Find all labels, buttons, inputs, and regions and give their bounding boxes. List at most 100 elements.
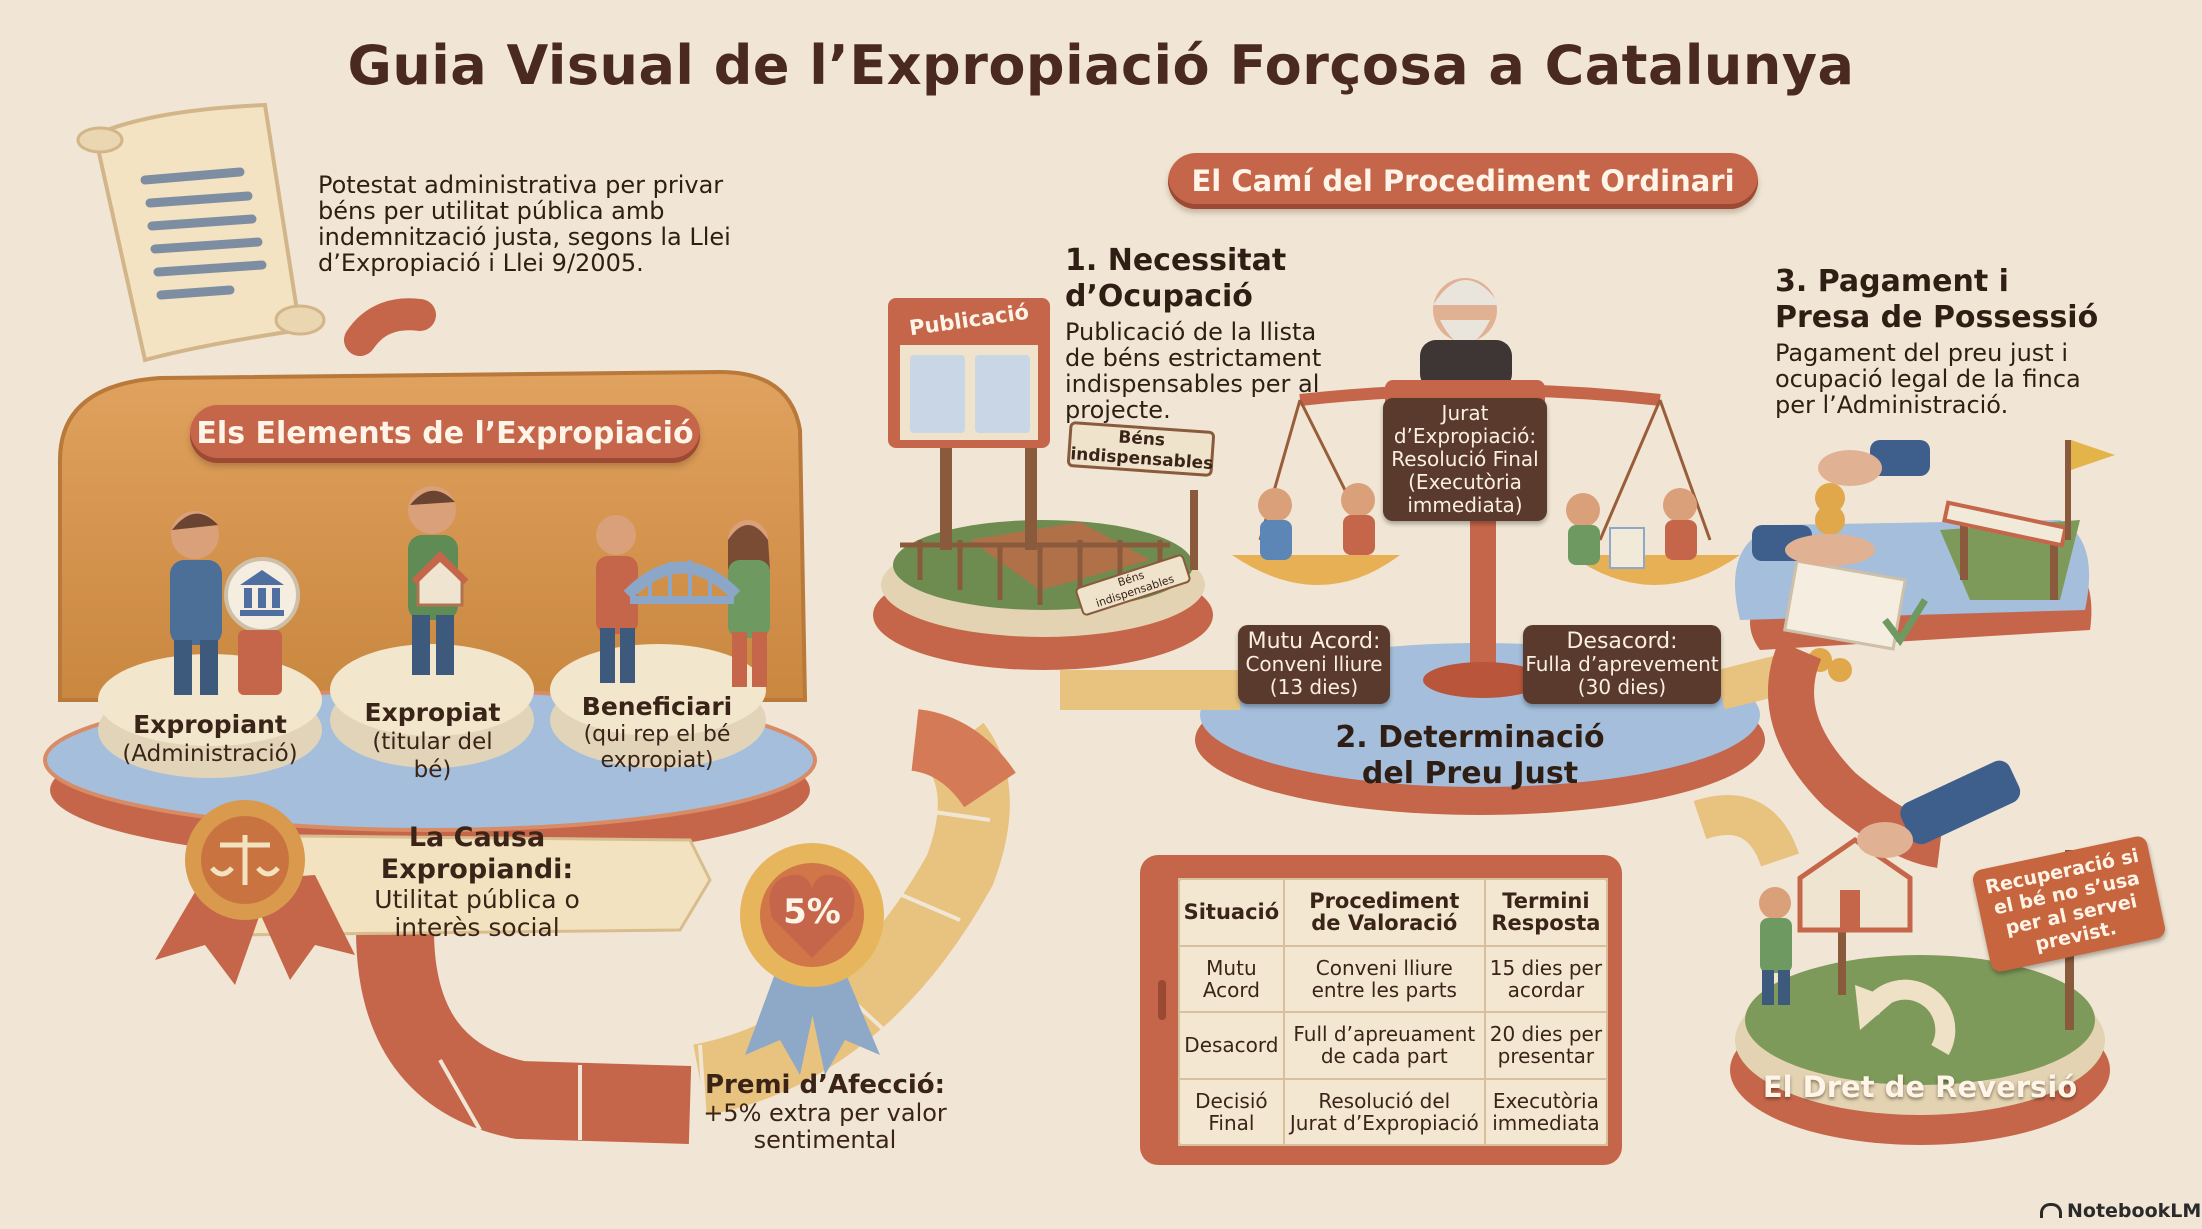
jurat-box: Jurat d’Expropiació: Resolució Final (Ex…: [1383, 398, 1547, 521]
table-cell-line: Resolució del: [1318, 1088, 1451, 1113]
expropiant-figure-icon: [170, 511, 300, 695]
desacord-box: Desacord: Fulla d’aprevement (30 dies): [1523, 625, 1721, 704]
table-cell-line: 15 dies per: [1489, 955, 1603, 980]
step1-title: 1. Necessitat: [1065, 243, 1287, 278]
table-cell-line: Conveni lliure: [1315, 955, 1453, 980]
step3-title: 3. Pagament i: [1775, 264, 2009, 299]
table-header-cell: Situació: [1178, 878, 1285, 947]
judge-icon: [1420, 278, 1512, 390]
step3-island: [1735, 440, 2115, 682]
beneficiari-title: Beneficiari: [581, 692, 733, 721]
table-cell-line: presentar: [1497, 1044, 1595, 1069]
causa-ribbon: [155, 800, 712, 985]
jurat-line: d’Expropiació:: [1393, 424, 1537, 448]
step1-line: Publicació de la llista: [1065, 318, 1317, 346]
notebooklm-icon: [2040, 1203, 2062, 1218]
intro-text: Potestat administrativa per privar béns …: [318, 172, 738, 276]
table-cell-line: Decisió: [1195, 1088, 1268, 1113]
step2-title-line: 2. Determinació: [1335, 720, 1605, 755]
table-cell-line: immediata: [1492, 1110, 1600, 1135]
page-title: Guia Visual de l’Expropiació Forçosa a C…: [347, 34, 1855, 97]
scales-icon: [210, 835, 280, 885]
flag-icon: [2071, 440, 2115, 470]
expropiat-label: Expropiat (titular del bé): [350, 698, 515, 784]
step3-line: ocupació legal de la finca: [1775, 365, 2081, 393]
expropiat-figure-icon: [408, 486, 469, 675]
table-cell-line: de cada part: [1320, 1044, 1448, 1069]
table-cell-line: Resposta: [1491, 911, 1601, 936]
expropiant-title: Expropiant: [133, 710, 287, 739]
step3-line: Pagament del preu just i: [1775, 339, 2069, 367]
table-cell-line: Procediment: [1309, 889, 1460, 914]
step3-line: per l’Administració.: [1775, 391, 2009, 419]
table-cell-line: Situació: [1183, 900, 1280, 925]
beneficiari-desc: (qui rep el bé: [583, 722, 731, 747]
expropiant-desc: (Administració): [122, 741, 298, 767]
causa-text: La Causa Expropiandi: Utilitat pública o…: [312, 822, 642, 942]
jurat-line: immediata): [1407, 493, 1523, 517]
house-icon: [1797, 836, 1913, 933]
step2-title-line: del Preu Just: [1361, 756, 1579, 791]
jurat-line: Jurat: [1441, 401, 1489, 425]
mutu-line: Mutu Acord:: [1247, 629, 1381, 654]
intro-line: d’Expropiació i Llei 9/2005.: [318, 249, 644, 277]
expropiat-title: Expropiat: [364, 698, 501, 727]
step1-title: d’Ocupació: [1065, 279, 1253, 314]
premi-text: Premi d’Afecció: +5% extra per valor sen…: [690, 1070, 960, 1154]
step1-line: projecte.: [1065, 396, 1171, 424]
table-cell-line: Mutu: [1206, 955, 1257, 980]
step1-text: 1. Necessitat d’Ocupació Publicació de l…: [1065, 243, 1365, 423]
causa-title: La Causa Expropiandi:: [380, 822, 574, 885]
table-cell-line: acordar: [1507, 977, 1585, 1002]
jurat-line: Resolució Final: [1391, 447, 1539, 471]
beneficiari-figures-icon: [596, 515, 770, 687]
table-cell-line: de Valoració: [1311, 911, 1458, 936]
jurat-line: (Executòria: [1408, 470, 1522, 494]
expropiat-desc: (titular del bé): [372, 729, 493, 783]
table-cell-line: Acord: [1202, 977, 1260, 1002]
procedure-heading: El Camí del Procediment Ordinari: [1168, 153, 1758, 209]
brand-text: NotebookLM: [2067, 1200, 2202, 1222]
premi-title: Premi d’Afecció:: [704, 1070, 946, 1100]
mutu-line: Conveni lliure: [1245, 652, 1383, 676]
intro-line: béns per utilitat pública amb: [318, 197, 665, 225]
mutu-line: (13 dies): [1269, 675, 1359, 699]
causa-line: Utilitat pública o: [374, 885, 580, 914]
step1-line: de béns estrictament: [1065, 344, 1322, 372]
table-cell-line: 20 dies per: [1489, 1022, 1603, 1047]
reversio-island: [1730, 760, 2110, 1145]
expropiant-label: Expropiant (Administració): [120, 710, 300, 768]
step2-title: 2. Determinació del Preu Just: [1300, 720, 1640, 792]
beneficiari-label: Beneficiari (qui rep el bé expropiat): [572, 692, 742, 774]
table-cell-line: Full d’apreuament: [1293, 1022, 1476, 1047]
intro-line: indemnització justa, segons la Llei: [318, 223, 731, 251]
table-cell-line: Termini: [1502, 889, 1590, 914]
step3-title: Presa de Possessió: [1775, 300, 2099, 335]
table-cell-line: entre les parts: [1311, 977, 1457, 1002]
brand-label: NotebookLM: [2040, 1200, 2201, 1222]
table-cell-line: Desacord: [1184, 1033, 1279, 1058]
desacord-line: Fulla d’aprevement: [1525, 652, 1719, 676]
table-cell-line: Final: [1208, 1110, 1255, 1135]
table-cell-line: Jurat d’Expropiació: [1289, 1110, 1479, 1135]
table-cell-line: Executòria: [1492, 1088, 1599, 1113]
beneficiari-desc: expropiat): [600, 748, 714, 773]
premi-line: sentimental: [753, 1126, 897, 1154]
causa-line: interès social: [394, 913, 560, 942]
step1-line: indispensables per al: [1065, 370, 1320, 398]
